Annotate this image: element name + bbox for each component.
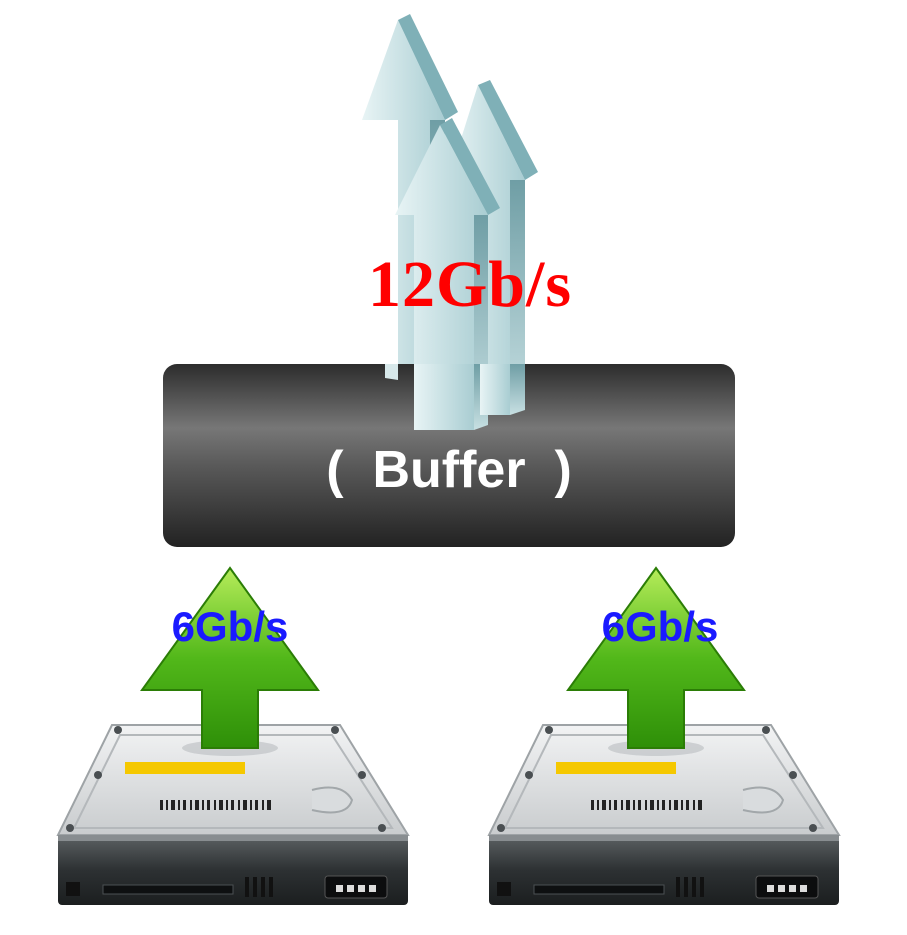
hard-drive-right <box>487 724 841 905</box>
upload-arrow-icon <box>566 566 746 756</box>
input-rate-label-right: 6Gb/s <box>601 603 719 650</box>
upload-arrow-icon <box>140 566 320 756</box>
hard-drive-left <box>56 724 410 905</box>
buffer-label: ( Buffer ) <box>326 441 572 499</box>
output-arrow-bases <box>385 364 525 430</box>
output-arrows <box>362 14 538 430</box>
output-rate-label: 12Gb/s <box>367 248 573 321</box>
input-rate-label-left: 6Gb/s <box>171 603 289 650</box>
buffer-bar <box>163 364 735 547</box>
